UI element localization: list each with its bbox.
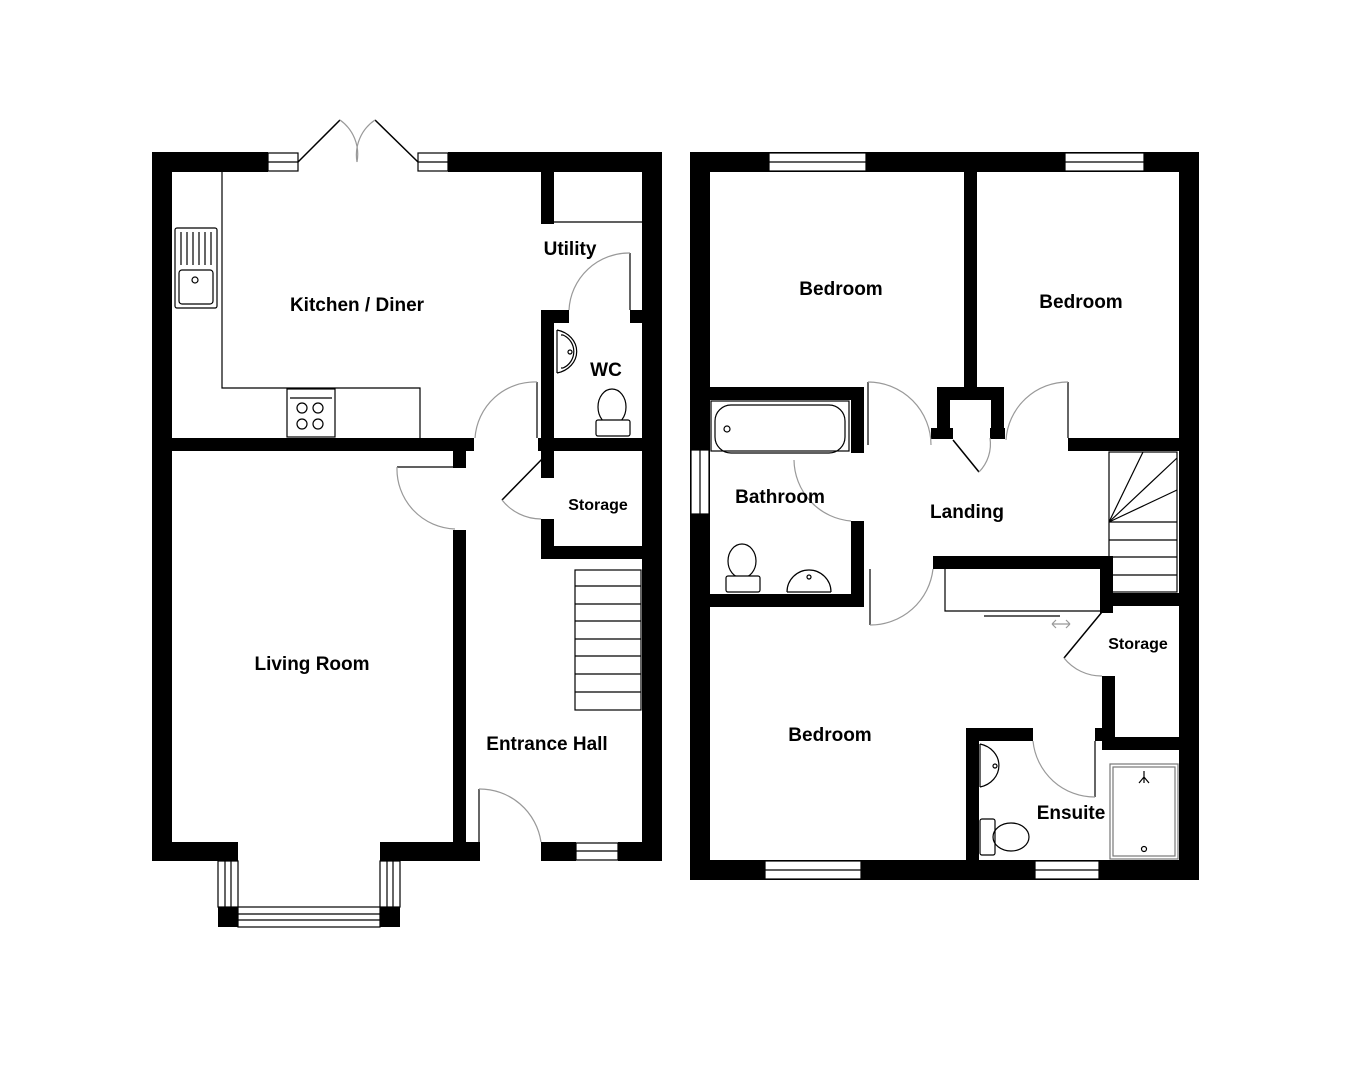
room-label-entrance-hall: Entrance Hall <box>486 734 608 755</box>
room-label-utility: Utility <box>543 239 597 260</box>
room-label-storage-ground: Storage <box>568 497 628 514</box>
room-label-bedroom-1: Bedroom <box>799 279 883 300</box>
first-floor-fixtures <box>690 152 1179 880</box>
room-label-bathroom: Bathroom <box>735 487 825 508</box>
ground-floor-fixtures <box>174 119 642 928</box>
room-label-kitchen-diner: Kitchen / Diner <box>289 295 425 316</box>
room-label-living-room: Living Room <box>254 654 370 675</box>
ground-floor-walls <box>152 152 662 927</box>
room-label-ensuite: Ensuite <box>1036 803 1106 824</box>
room-label-storage-first: Storage <box>1108 636 1168 653</box>
room-label-wc: WC <box>590 360 622 381</box>
room-label-landing: Landing <box>930 502 1004 523</box>
room-label-bedroom-3: Bedroom <box>788 725 872 746</box>
room-label-bedroom-2: Bedroom <box>1039 292 1123 313</box>
